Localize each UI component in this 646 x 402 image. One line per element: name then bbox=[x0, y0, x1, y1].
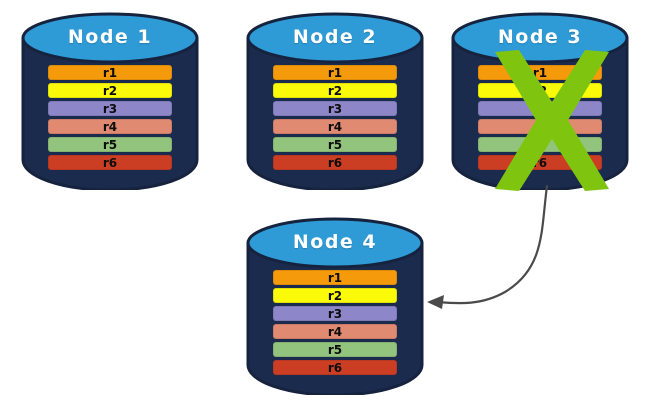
node-1-rows: r1 r2 r3 r4 r5 r6 bbox=[20, 65, 200, 173]
node-3-row-r3[interactable]: r3 bbox=[478, 101, 602, 116]
node-1-row-r1[interactable]: r1 bbox=[48, 65, 172, 80]
node-2-rows: r1 r2 r3 r4 r5 r6 bbox=[245, 65, 425, 173]
node-4-rows: r1 r2 r3 r4 r5 r6 bbox=[245, 270, 425, 378]
node-4-cylinder[interactable]: Node 4 r1 r2 r3 r4 r5 r6 bbox=[245, 215, 425, 395]
node-2-cylinder[interactable]: Node 2 r1 r2 r3 r4 r5 r6 bbox=[245, 10, 425, 190]
node-1-row-r2[interactable]: r2 bbox=[48, 83, 172, 98]
node-2-row-r2[interactable]: r2 bbox=[273, 83, 397, 98]
node-3-row-r5[interactable]: r5 bbox=[478, 137, 602, 152]
node-2-row-r4[interactable]: r4 bbox=[273, 119, 397, 134]
node-1-cylinder[interactable]: Node 1 r1 r2 r3 r4 r5 r6 bbox=[20, 10, 200, 190]
node-4-row-r3[interactable]: r3 bbox=[273, 306, 397, 321]
node-1-row-r4[interactable]: r4 bbox=[48, 119, 172, 134]
node-2-row-r1[interactable]: r1 bbox=[273, 65, 397, 80]
node-2-row-r6[interactable]: r6 bbox=[273, 155, 397, 170]
node-3-row-r4[interactable]: r4 bbox=[478, 119, 602, 134]
node-4-row-r6[interactable]: r6 bbox=[273, 360, 397, 375]
node-3-rows: r1 r2 r3 r4 r5 r6 bbox=[450, 65, 630, 173]
node-1-row-r5[interactable]: r5 bbox=[48, 137, 172, 152]
node-4-row-r4[interactable]: r4 bbox=[273, 324, 397, 339]
node-3-row-r2[interactable]: r2 bbox=[478, 83, 602, 98]
node-4-row-r2[interactable]: r2 bbox=[273, 288, 397, 303]
node-3-row-r1[interactable]: r1 bbox=[478, 65, 602, 80]
node-3-cylinder[interactable]: Node 3 r1 r2 r3 r4 r5 r6 bbox=[450, 10, 630, 191]
node-1-row-r6[interactable]: r6 bbox=[48, 155, 172, 170]
node-2-row-r5[interactable]: r5 bbox=[273, 137, 397, 152]
node-3-row-r6[interactable]: r6 bbox=[478, 155, 602, 170]
node-4-row-r1[interactable]: r1 bbox=[273, 270, 397, 285]
node-4-row-r5[interactable]: r5 bbox=[273, 342, 397, 357]
node-2-row-r3[interactable]: r3 bbox=[273, 101, 397, 116]
node-1-row-r3[interactable]: r3 bbox=[48, 101, 172, 116]
